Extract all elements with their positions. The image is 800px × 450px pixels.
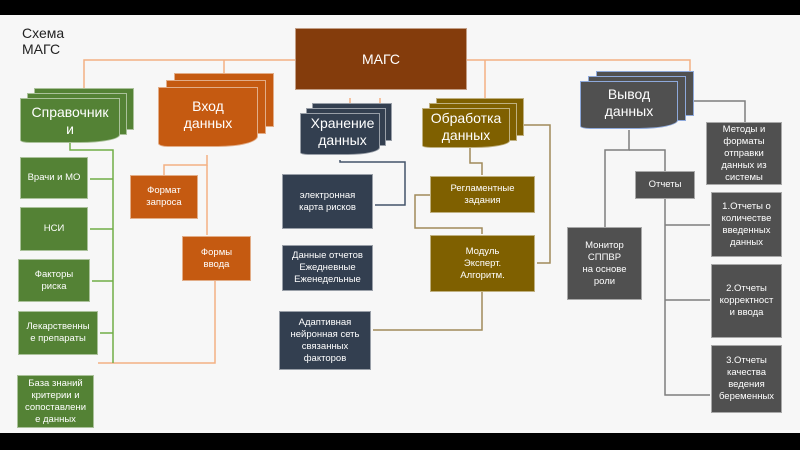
output-doc: Вывод данных — [580, 71, 695, 133]
output-connectors — [604, 100, 746, 396]
reference-label: Справочник и — [31, 104, 109, 137]
storage-doc: Хранение данных — [300, 103, 395, 158]
storage-item: Адаптивная нейронная сеть связанных факт… — [279, 311, 371, 370]
diagram-title: Схема МАГС — [22, 25, 65, 57]
output-label: Вывод данных — [604, 86, 654, 119]
mags-box: МАГС — [295, 28, 467, 90]
connectors — [69, 59, 746, 396]
input-item: Формы ввода — [182, 236, 251, 281]
output-report-3: 3.Отчеты качества ведения беременных — [711, 345, 782, 413]
diagram-canvas: Схема МАГС МАГС Справочник и Вход данных… — [0, 15, 800, 433]
reference-item: Врачи и МО — [20, 157, 88, 199]
output-monitor: Монитор СППВР на основе роли — [567, 227, 642, 300]
output-report-1: 1.Отчеты о количестве введенных данных — [711, 192, 782, 257]
reference-item: База знаний критерии и сопоставлени е да… — [17, 375, 94, 428]
processing-doc: Обработка данных — [422, 98, 537, 153]
reference-connectors — [69, 143, 114, 363]
reference-item: Лекарственны е препараты — [18, 311, 98, 355]
reference-doc: Справочник и — [20, 88, 135, 148]
output-methods: Методы и форматы отправки данных из сист… — [706, 122, 782, 185]
input-doc: Вход данных — [158, 73, 274, 153]
storage-item: Данные отчетов Ежедневные Еженедельные — [282, 245, 373, 291]
storage-item: электронная карта рисков — [282, 174, 373, 229]
input-label: Вход данных — [183, 98, 233, 131]
output-reports: Отчеты — [635, 171, 695, 199]
reference-item: Факторы риска — [18, 259, 90, 302]
storage-label: Хранение данных — [310, 115, 375, 148]
storage-connectors — [339, 160, 406, 206]
processing-connectors — [373, 124, 551, 331]
output-report-2: 2.Отчеты корректност и ввода — [711, 264, 782, 338]
processing-label: Обработка данных — [430, 110, 502, 143]
input-item: Формат запроса — [130, 175, 198, 219]
reference-item: НСИ — [20, 207, 88, 251]
processing-item: Модуль Эксперт. Алгоритм. — [430, 235, 535, 292]
processing-item: Регламентные задания — [430, 176, 535, 213]
